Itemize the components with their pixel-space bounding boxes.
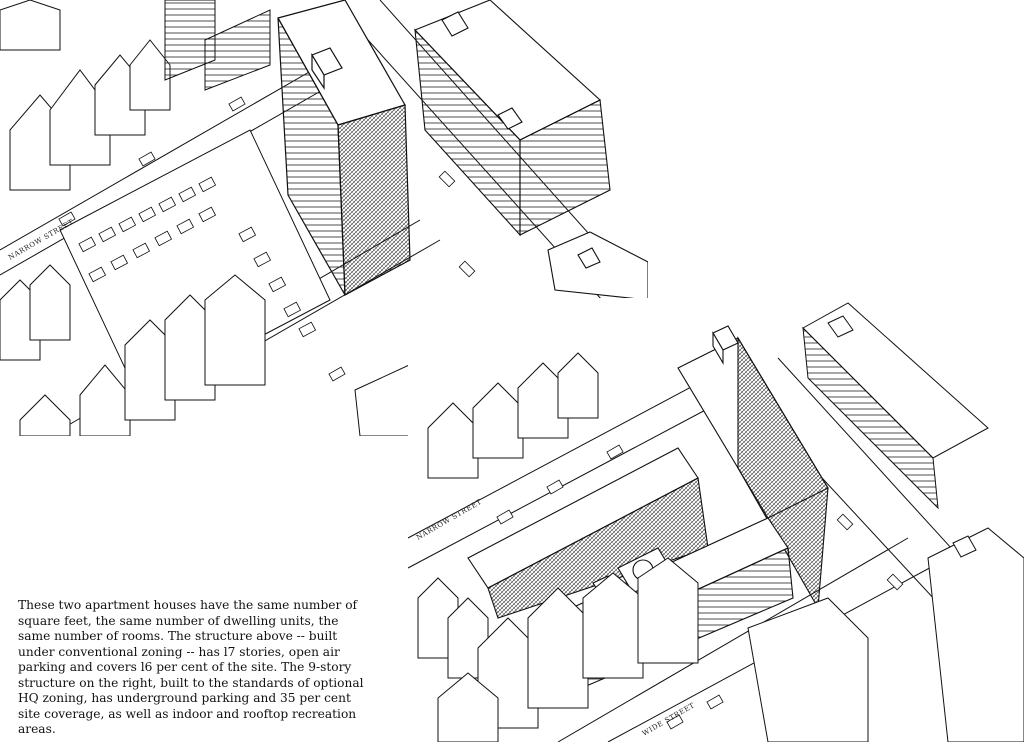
top-drawing: NARROW STREET xyxy=(0,0,648,436)
narrow-street-label-bottom: NARROW STREET xyxy=(415,498,483,542)
top-illustration-conventional-zoning: NARROW STREET xyxy=(0,0,648,436)
bottom-drawing: NARROW STREET WIDE STREET xyxy=(408,302,1024,742)
slab-building-right xyxy=(414,0,648,301)
street-cars xyxy=(496,444,904,730)
row-houses-lower xyxy=(417,557,699,742)
row-houses-lower-left xyxy=(0,264,471,436)
row-houses-upper-left xyxy=(0,0,271,191)
tower-17-story xyxy=(277,0,411,296)
bottom-illustration-hq-zoning: NARROW STREET WIDE STREET xyxy=(408,298,1024,742)
row-houses-upper xyxy=(427,352,599,479)
right-buildings xyxy=(747,302,1024,742)
caption-text: These two apartment houses have the same… xyxy=(18,598,364,736)
